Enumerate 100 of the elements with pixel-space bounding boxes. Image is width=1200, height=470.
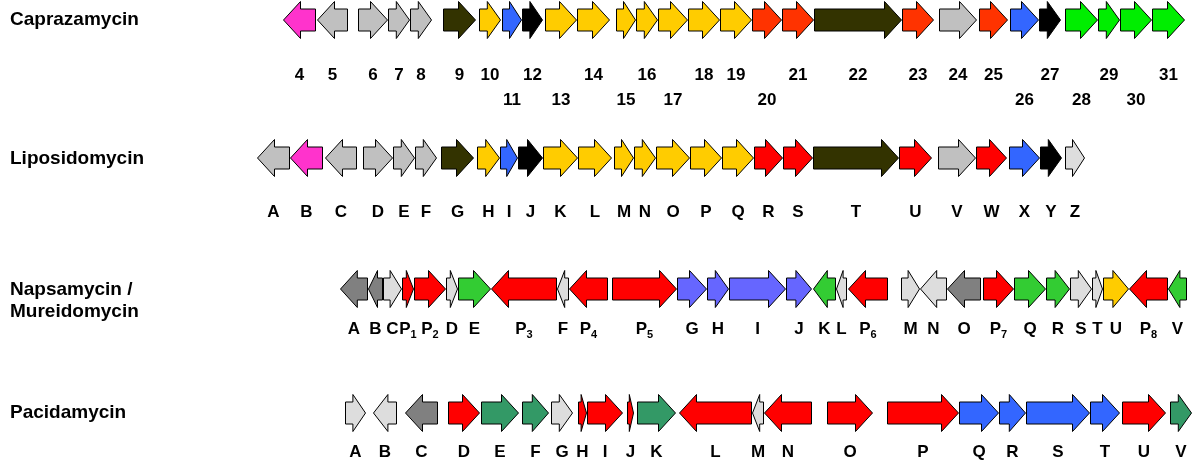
gene-label: C	[334, 203, 348, 221]
gene-label: J	[794, 320, 804, 338]
gene-label: B	[369, 320, 382, 338]
gene-label: K	[818, 320, 831, 338]
gene-label: H	[482, 203, 495, 221]
gene-label: L	[710, 443, 721, 461]
gene-label: U	[909, 203, 922, 221]
gene-label: V	[951, 203, 963, 221]
gene-label: J	[625, 443, 636, 461]
gene-label: Y	[1045, 203, 1057, 221]
gene-label: 30	[1126, 91, 1146, 109]
gene-label: 27	[1040, 66, 1060, 84]
gene-label: P$_{3}$	[515, 320, 533, 343]
gene-label: C	[386, 320, 399, 338]
gene-label: V	[1171, 320, 1184, 338]
gene-label: I	[506, 203, 512, 221]
gene-label: P$_{1}$	[399, 320, 417, 343]
gene-label: I	[755, 320, 760, 338]
gene-label: D	[457, 443, 471, 461]
gene-label: S	[1052, 443, 1064, 461]
gene-label: 15	[616, 91, 636, 109]
gene-label: R	[1051, 320, 1065, 338]
gene-label: D	[445, 320, 459, 338]
gene-label: T	[1092, 320, 1103, 338]
gene-label: 21	[788, 66, 808, 84]
gene-label: W	[983, 203, 1000, 221]
gene-label: 7	[394, 66, 404, 84]
gene-label: 19	[726, 66, 746, 84]
gene-label: N	[781, 443, 795, 461]
gene-label: O	[957, 320, 971, 338]
gene-label: S	[1075, 320, 1087, 338]
gene-label: 17	[663, 91, 683, 109]
gene-label: Q	[731, 203, 745, 221]
gene-label: D	[371, 203, 385, 221]
gene-label: P$_{6}$	[859, 320, 877, 343]
gene-label: 12	[523, 66, 542, 84]
gene-label: G	[555, 443, 569, 461]
gene-label: A	[347, 320, 361, 338]
cluster-title: Liposidomycin	[10, 147, 146, 169]
gene-label: R	[1006, 443, 1019, 461]
gene-label: N	[927, 320, 940, 338]
gene-label: 14	[584, 66, 603, 84]
gene-label: 9	[454, 66, 465, 84]
gene-label: 4	[294, 66, 305, 84]
gene-label: 26	[1015, 91, 1034, 109]
gene-label: T	[1099, 443, 1111, 461]
gene-label: A	[349, 443, 362, 461]
gene-label: 29	[1099, 66, 1119, 84]
gene-label: E	[494, 443, 506, 461]
gene-label: 22	[848, 66, 868, 84]
gene-label: V	[1175, 443, 1187, 461]
gene-label: 18	[694, 66, 714, 84]
gene-label: B	[378, 443, 392, 461]
gene-label: H	[711, 320, 725, 338]
gene-label: L	[589, 203, 601, 221]
gene-label: M	[616, 203, 632, 221]
gene-label: P$_{4}$	[579, 320, 598, 343]
gene-label: 31	[1159, 66, 1178, 84]
gene-label: N	[638, 203, 652, 221]
gene-label: R	[762, 203, 775, 221]
cluster-title: Pacidamycin	[10, 401, 128, 423]
gene-label: G	[450, 203, 465, 221]
gene-label: P	[700, 203, 712, 221]
gene-label: 20	[757, 91, 777, 109]
gene-label: 23	[908, 66, 928, 84]
gene-label: F	[530, 443, 541, 461]
gene-label: M	[903, 320, 918, 338]
gene-label: X	[1018, 203, 1031, 221]
gene-label: L	[836, 320, 847, 338]
gene-label: 25	[984, 66, 1003, 84]
gene-label: A	[267, 203, 280, 221]
gene-label: F	[420, 203, 432, 221]
gene-label: J	[525, 203, 536, 221]
gene-label: K	[650, 443, 663, 461]
gene-label: 24	[948, 66, 968, 84]
gene-label: P$_{8}$	[1139, 320, 1158, 343]
gene-label: Q	[972, 443, 986, 461]
gene-label: Z	[1069, 203, 1081, 221]
gene-label: H	[576, 443, 589, 461]
cluster-title: Caprazamycin	[10, 8, 140, 30]
gene-label: 6	[368, 66, 378, 84]
gene-label: I	[602, 443, 608, 461]
gene-label: 16	[637, 66, 657, 84]
gene-label: 13	[551, 91, 571, 109]
gene-label: U	[1137, 443, 1151, 461]
gene-label: 8	[416, 66, 426, 84]
gene-label: U	[1109, 320, 1123, 338]
gene-label: P	[917, 443, 929, 461]
gene-label: G	[685, 320, 699, 338]
gene-label: 28	[1072, 91, 1091, 109]
gene-label: 5	[327, 66, 338, 84]
gene-label: K	[554, 203, 567, 221]
gene-label: E	[398, 203, 410, 221]
cluster-title: Napsamycin / Mureidomycin	[10, 278, 140, 322]
gene-label: 10	[480, 66, 500, 84]
gene-label: E	[468, 320, 481, 338]
gene-label: P$_{2}$	[421, 320, 439, 343]
gene-label: P$_{7}$	[989, 320, 1008, 343]
gene-label: O	[666, 203, 680, 221]
gene-label: T	[850, 203, 862, 221]
